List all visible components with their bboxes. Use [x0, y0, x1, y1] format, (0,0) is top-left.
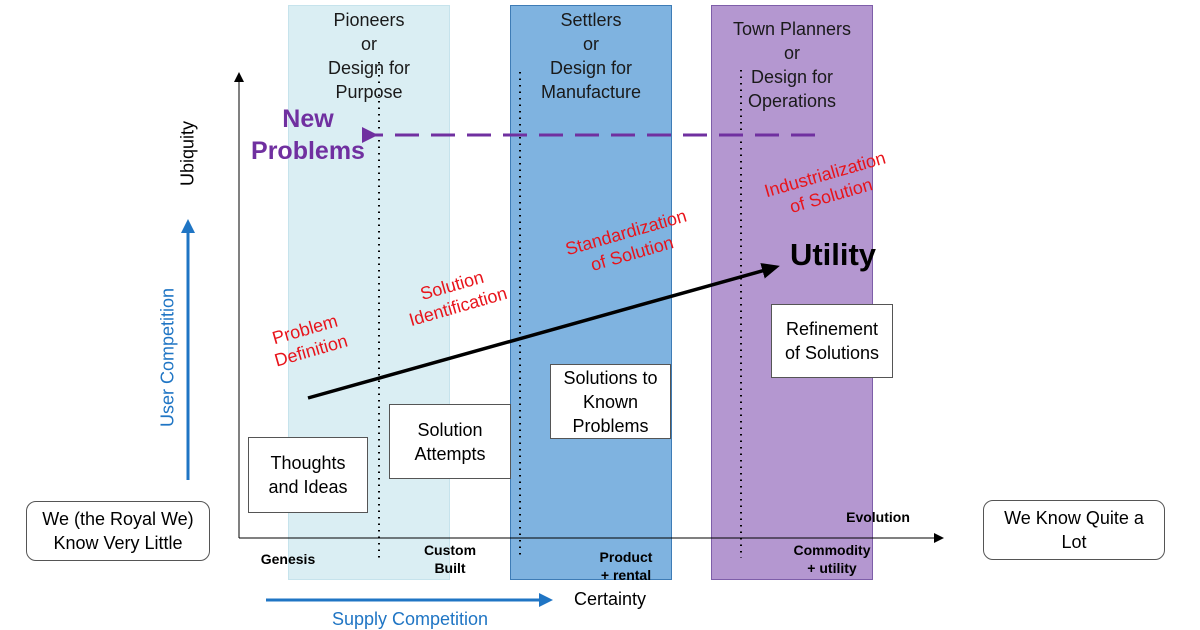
pioneers-title-line: or	[360, 34, 377, 54]
know-quite-a-lot-line: We Know Quite a	[1004, 508, 1144, 528]
new-problems-line: New	[282, 105, 334, 133]
new-problems-label: New Problems	[238, 103, 378, 167]
evolution-arrow	[307, 263, 780, 400]
settlers-title-line: Design for	[549, 58, 633, 78]
solutions-to-known-problems-box: Solutions to Known Problems	[550, 364, 671, 439]
town-planners-title-line: Design for	[750, 67, 834, 87]
stage-product-line: Product	[599, 549, 653, 565]
town-planners-title: Town Planners or Design for Operations	[711, 17, 873, 113]
thoughts-and-ideas-box: Thoughts and Ideas	[248, 437, 368, 513]
pioneers-title: Pioneers or Design for Purpose	[288, 8, 450, 104]
know-quite-a-lot-box: We Know Quite a Lot	[983, 500, 1165, 560]
know-very-little-box: We (the Royal We) Know Very Little	[26, 501, 210, 561]
supply-competition-label: Supply Competition	[331, 609, 489, 629]
know-quite-a-lot-line: Lot	[1061, 532, 1087, 552]
certainty-label: Certainty	[573, 589, 647, 609]
solution-attempts-box: Solution Attempts	[389, 404, 511, 479]
refinement-box-line: Refinement	[785, 319, 879, 339]
town-planners-title-line: Operations	[747, 91, 837, 111]
attempts-box-line: Attempts	[414, 443, 486, 464]
settlers-title: Settlers or Design for Manufacture	[510, 8, 672, 104]
stage-custom-built-line: Built	[434, 560, 466, 576]
new-problems-line: Problems	[251, 137, 365, 165]
thoughts-box-line: and Ideas	[268, 477, 348, 497]
stage-product-line: + rental	[600, 567, 652, 583]
known-box-line: Problems	[572, 415, 649, 436]
town-planners-title-line: or	[783, 43, 800, 63]
stage-product: Product + rental	[586, 548, 666, 584]
pioneers-title-line: Pioneers	[333, 10, 405, 30]
know-very-little-line: We (the Royal We)	[42, 509, 194, 529]
settlers-title-line: Settlers	[560, 10, 622, 30]
town-planners-title-line: Town Planners	[732, 19, 852, 39]
pioneers-title-line: Purpose	[335, 82, 403, 102]
stage-genesis: Genesis	[248, 550, 328, 568]
ubiquity-label: Ubiquity	[177, 120, 198, 187]
settlers-title-line: or	[582, 34, 599, 54]
settlers-title-line: Manufacture	[540, 82, 642, 102]
thoughts-box-line: Thoughts	[270, 453, 346, 473]
town-planners-band	[711, 5, 873, 580]
user-competition-label: User Competition	[157, 287, 178, 428]
pioneers-title-line: Design for	[327, 58, 411, 78]
known-box-line: Solutions to	[563, 367, 658, 388]
stage-custom-built: Custom Built	[410, 541, 490, 577]
settlers-band	[510, 5, 672, 580]
stage-commodity-line: + utility	[807, 560, 857, 576]
attempts-box-line: Solution	[417, 419, 483, 440]
evolution-label: Evolution	[846, 509, 910, 525]
know-very-little-line: Know Very Little	[53, 533, 183, 553]
stage-commodity: Commodity + utility	[782, 541, 882, 577]
stage-custom-built-line: Custom	[423, 542, 477, 558]
stage-genesis-line: Genesis	[260, 551, 316, 567]
refinement-box-line: of Solutions	[784, 343, 880, 363]
known-box-line: Known	[582, 391, 639, 412]
refinement-of-solutions-box: Refinement of Solutions	[771, 304, 893, 378]
utility-label: Utility	[789, 237, 877, 272]
stage-commodity-line: Commodity	[793, 542, 871, 558]
